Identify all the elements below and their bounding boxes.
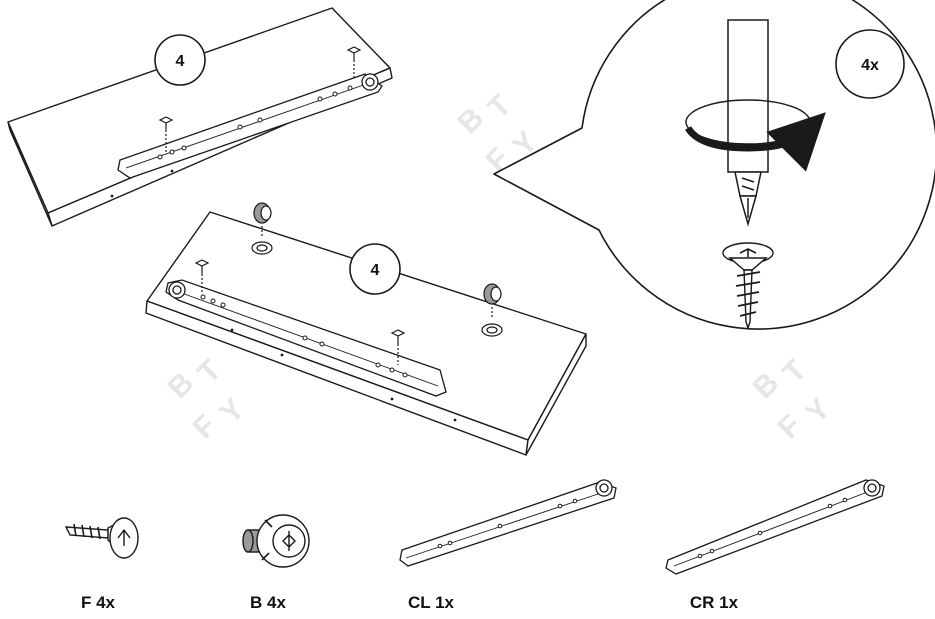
parts-legend: F 4x B 4x CL 1x CR 1x <box>64 479 885 612</box>
bottom-panel-cams <box>251 202 503 337</box>
bottom-step-badge: 4 <box>349 243 401 295</box>
svg-text:B: B <box>452 101 491 140</box>
detail-callout: 4x <box>493 0 935 331</box>
svg-text:Y: Y <box>214 392 251 429</box>
bottom-step-number: 4 <box>371 262 380 279</box>
svg-text:B: B <box>162 366 201 405</box>
svg-text:Y: Y <box>800 392 837 429</box>
svg-text:T: T <box>777 354 813 390</box>
svg-text:F: F <box>772 409 808 445</box>
part-b-cam-icon <box>242 514 310 568</box>
part-b-label: B 4x <box>250 593 286 612</box>
detail-count-badge: 4x <box>835 29 905 99</box>
part-cr-rail-icon <box>665 479 885 575</box>
screw-icon <box>722 242 774 331</box>
detail-count-text: 4x <box>861 57 879 74</box>
bottom-panel-screws <box>194 259 406 365</box>
part-cr-label: CR 1x <box>690 593 739 612</box>
svg-text:F: F <box>187 409 223 445</box>
part-cl-label: CL 1x <box>408 593 455 612</box>
top-panel-screws <box>158 46 362 152</box>
part-cl-rail-icon <box>399 479 617 567</box>
top-step-badge: 4 <box>154 34 206 86</box>
top-panel <box>7 7 393 227</box>
bottom-panel-rail <box>165 279 447 397</box>
part-f-screw-icon <box>64 517 139 559</box>
part-f-label: F 4x <box>81 593 116 612</box>
top-panel-rail <box>117 73 383 179</box>
svg-text:T: T <box>482 89 518 125</box>
bottom-panel <box>145 211 587 456</box>
top-step-number: 4 <box>176 53 185 70</box>
svg-text:T: T <box>192 354 228 390</box>
rotation-arrow-icon <box>685 99 826 172</box>
svg-text:B: B <box>747 366 786 405</box>
